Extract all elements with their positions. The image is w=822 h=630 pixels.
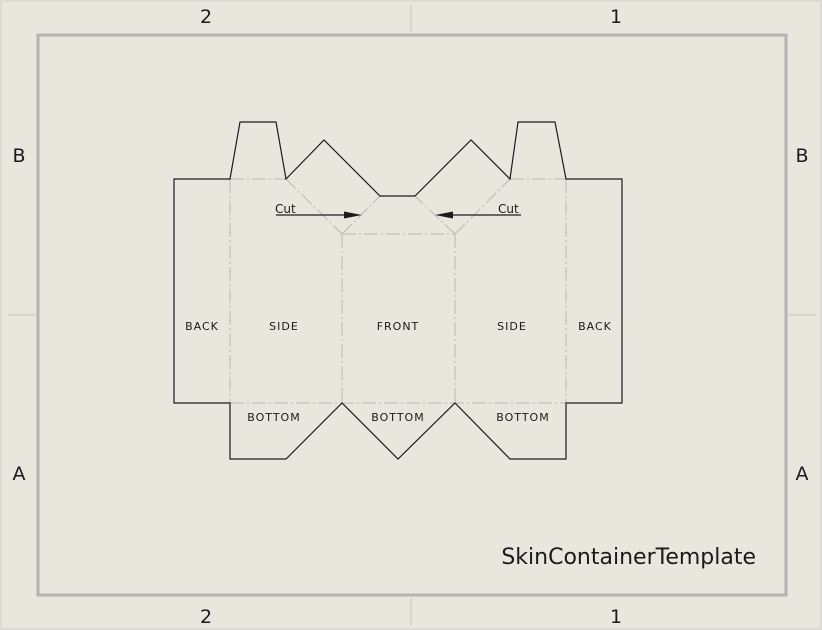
panel-label-back-left: BACK xyxy=(185,320,219,333)
bottom-flap-label-right: BOTTOM xyxy=(496,411,549,424)
zone-label-left-b: B xyxy=(12,145,25,167)
zone-label-right-b: B xyxy=(795,145,808,167)
drawing-border xyxy=(36,33,788,597)
cut-arrow-left xyxy=(276,211,362,219)
bottom-flap-label-left: BOTTOM xyxy=(247,411,300,424)
cut-label-left: Cut xyxy=(275,202,296,216)
zone-label-top-2: 2 xyxy=(200,6,212,28)
zone-label-bottom-1: 1 xyxy=(610,606,622,628)
zone-label-bottom-2: 2 xyxy=(200,606,212,628)
bottom-flap-label-center: BOTTOM xyxy=(371,411,424,424)
zone-label-top-1: 1 xyxy=(610,6,622,28)
template-outline xyxy=(173,121,623,460)
drawing-title: SkinContainerTemplate xyxy=(501,545,756,570)
zone-label-left-a: A xyxy=(13,463,26,485)
panel-label-side-right: SIDE xyxy=(497,320,527,333)
panel-label-side-left: SIDE xyxy=(269,320,299,333)
panel-label-back-right: BACK xyxy=(578,320,612,333)
panel-label-front: FRONT xyxy=(377,320,420,333)
cut-arrow-right xyxy=(435,211,521,219)
zone-label-right-a: A xyxy=(796,463,809,485)
cut-label-right: Cut xyxy=(498,202,519,216)
